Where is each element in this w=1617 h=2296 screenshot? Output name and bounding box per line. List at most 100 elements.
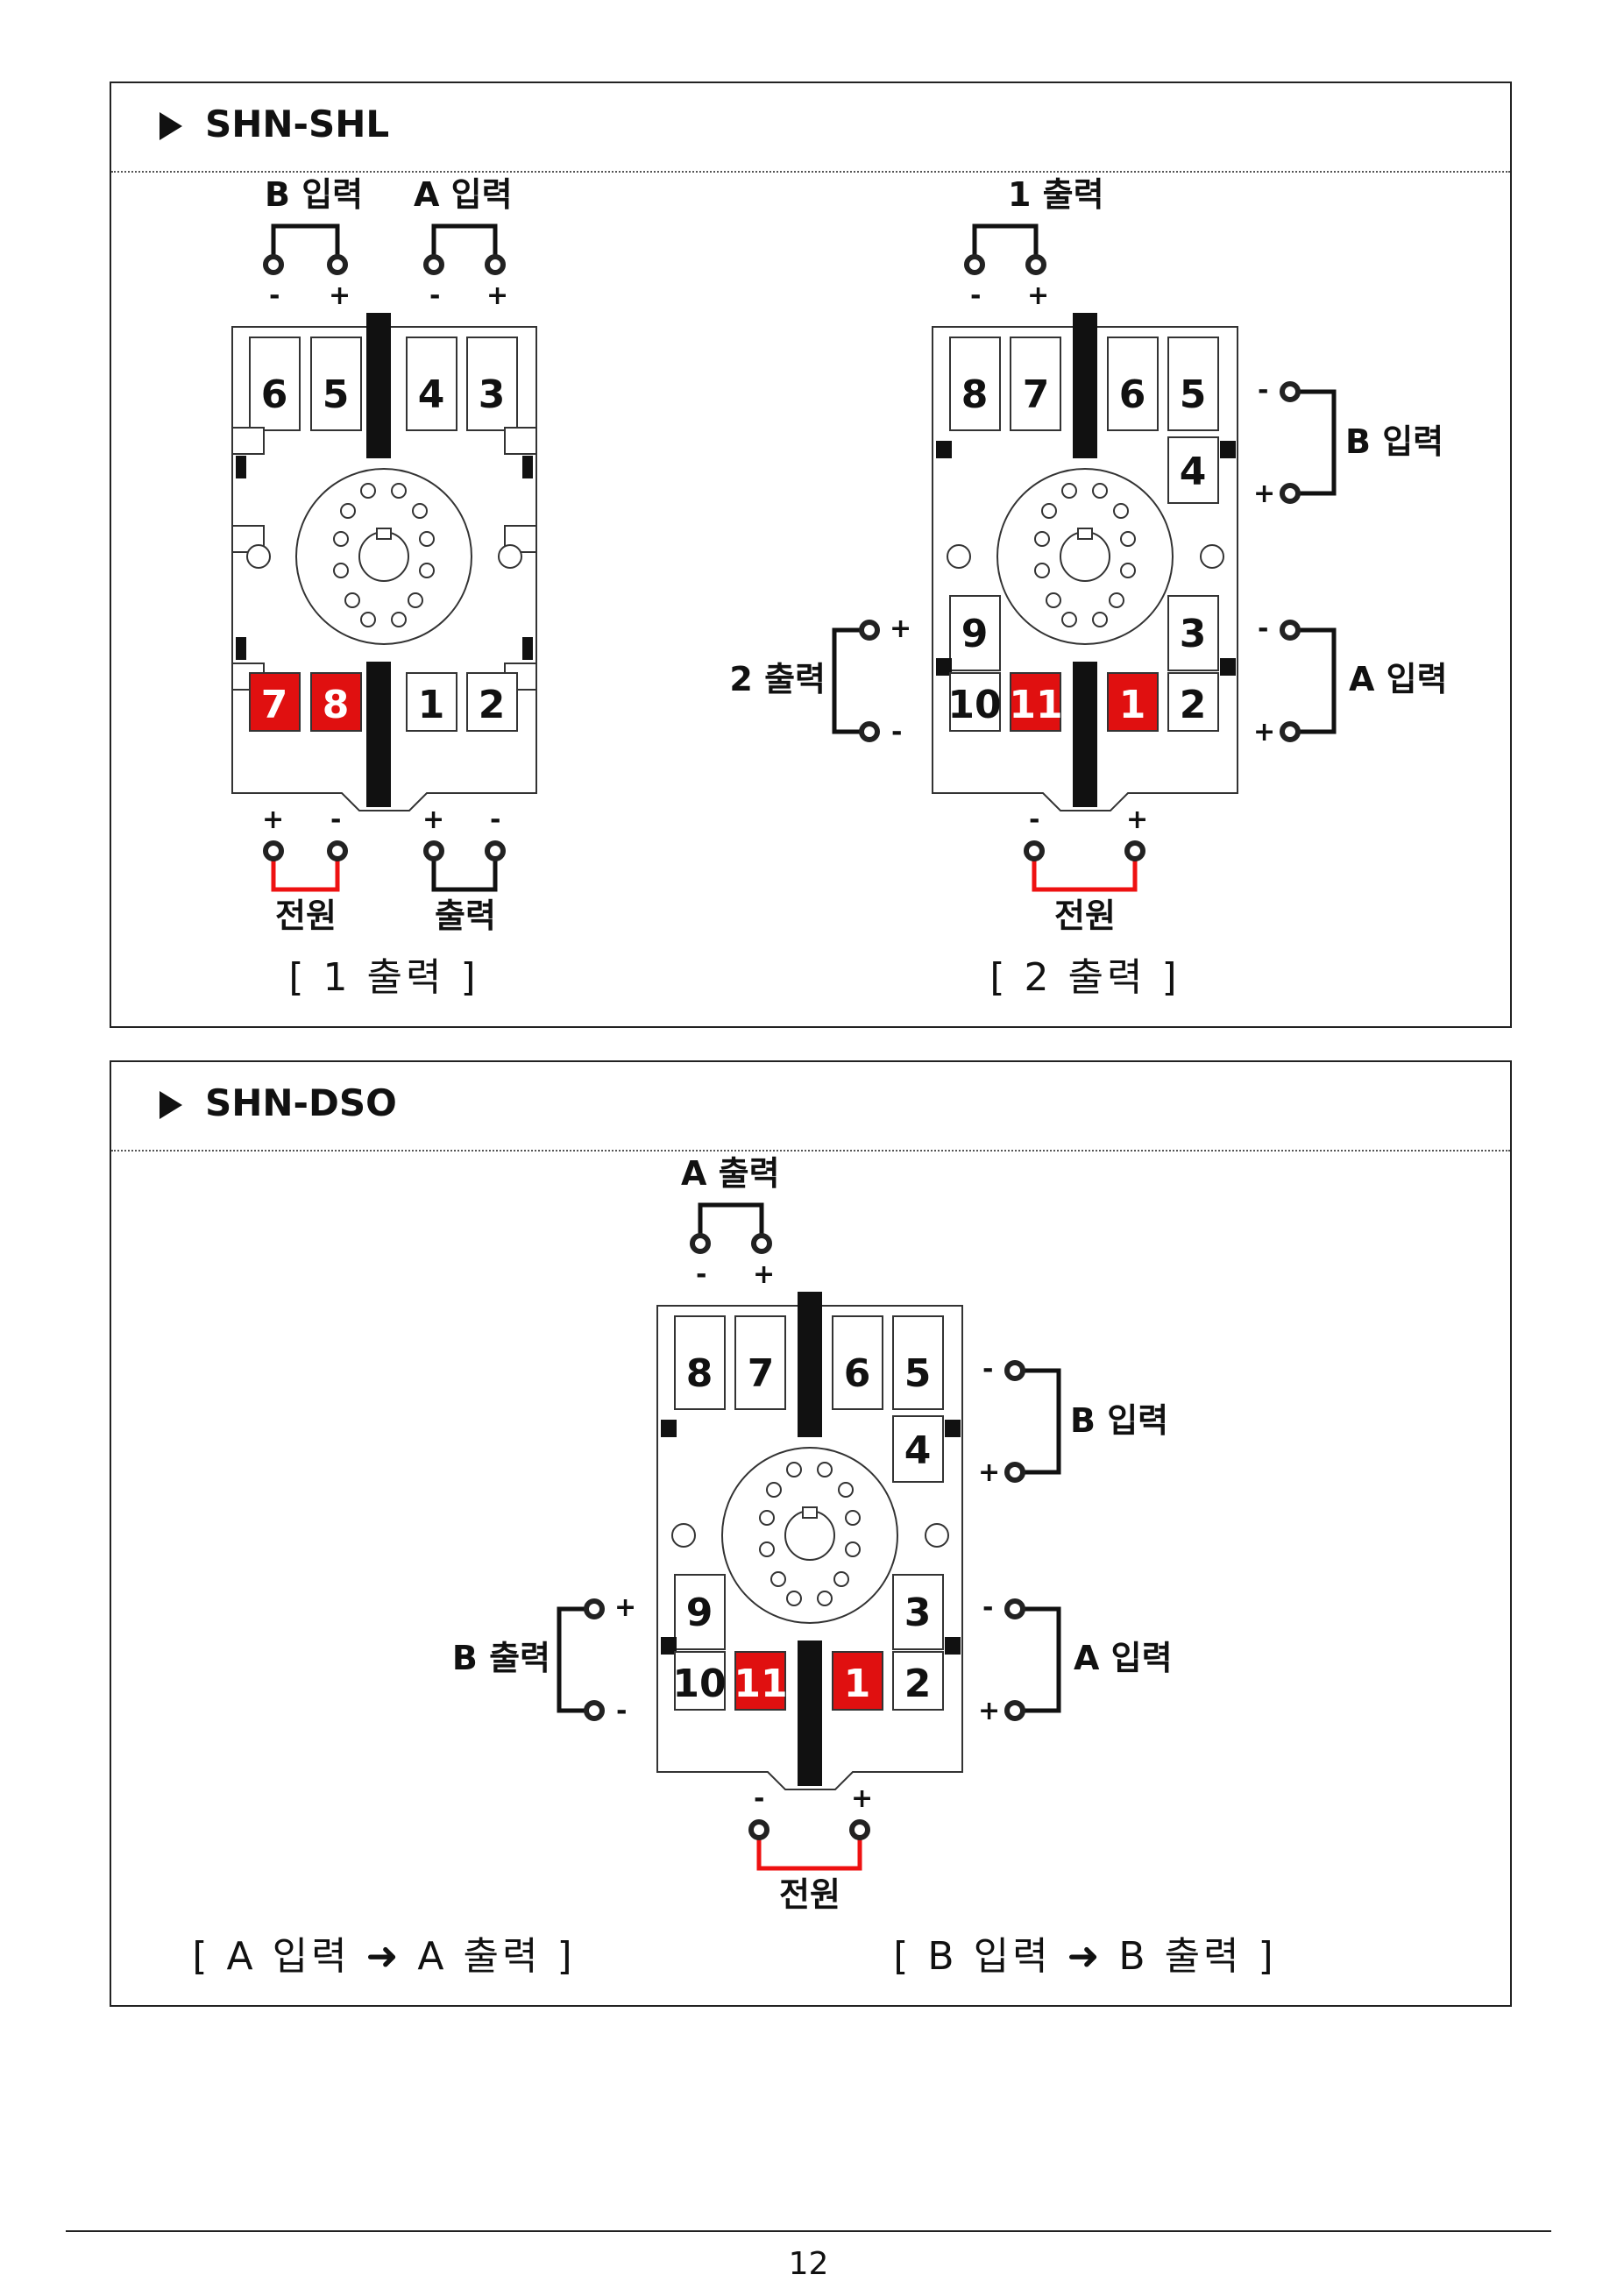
sign-plus: + bbox=[422, 804, 444, 835]
sign-plus: + bbox=[486, 280, 508, 311]
terminal-screw-icon bbox=[1280, 721, 1301, 742]
terminal-label: 10 bbox=[672, 1662, 726, 1706]
terminal-screw-icon bbox=[423, 840, 444, 861]
sign-minus: - bbox=[982, 1592, 993, 1623]
terminal-label: 1 bbox=[844, 1662, 871, 1706]
terminal-label: 6 bbox=[844, 1351, 871, 1396]
b-input-wire bbox=[1015, 1368, 1061, 1475]
terminal-label: 3 bbox=[1180, 612, 1207, 656]
terminal-screw-icon bbox=[263, 254, 284, 275]
terminal-label: 8 bbox=[961, 372, 989, 417]
label-power: 전원 bbox=[275, 896, 337, 935]
label-a-output: A 출력 bbox=[681, 1154, 780, 1193]
output-wire bbox=[431, 851, 498, 892]
terminal-label: 5 bbox=[323, 372, 350, 417]
label-a-input: A 입력 bbox=[1349, 660, 1448, 698]
sign-minus: - bbox=[970, 280, 981, 311]
mount-hole-icon bbox=[671, 1523, 696, 1548]
terminal-screw-icon bbox=[327, 254, 348, 275]
sign-minus: - bbox=[754, 1783, 764, 1814]
terminal-highlight bbox=[310, 672, 362, 732]
dso-wiring-diagram: A 출력 - + 8 7 6 5 4 bbox=[192, 1154, 1273, 1979]
terminal-highlight bbox=[1107, 672, 1159, 732]
terminal-screw-icon bbox=[1280, 381, 1301, 402]
terminal-screw-icon bbox=[1004, 1360, 1025, 1381]
page-number: 12 bbox=[788, 2246, 829, 2282]
socket-key-bar bbox=[366, 313, 391, 458]
output-1-wire bbox=[972, 223, 1039, 265]
terminal-screw-icon bbox=[748, 1819, 769, 1840]
mount-hole-icon bbox=[1200, 544, 1224, 569]
terminal-screw-icon bbox=[485, 840, 506, 861]
sign-plus: + bbox=[753, 1259, 775, 1290]
label-a-input: A 입력 bbox=[1074, 1639, 1173, 1677]
socket-pin-holes bbox=[1034, 483, 1136, 627]
terminal-label: 7 bbox=[748, 1351, 775, 1396]
triangle-bullet-icon bbox=[160, 1091, 182, 1119]
socket-key-bar bbox=[798, 1641, 822, 1786]
terminal-screw-icon bbox=[584, 1700, 605, 1721]
label-b-input: B 입력 bbox=[1070, 1401, 1168, 1440]
panel-shn-shl: SHN-SHL B 입력 A 입력 - + - + 6 5 bbox=[110, 81, 1512, 1028]
sign-minus: - bbox=[490, 804, 500, 835]
panel-title: SHN-SHL bbox=[160, 103, 389, 145]
b-output-wire bbox=[557, 1606, 594, 1713]
socket-pin-holes bbox=[759, 1462, 861, 1606]
terminal-label: 1 bbox=[418, 683, 445, 727]
socket-key-bar bbox=[1073, 662, 1097, 807]
terminal-highlight bbox=[832, 1651, 883, 1711]
sign-plus: + bbox=[614, 1592, 636, 1623]
terminal-screw-icon bbox=[859, 620, 880, 641]
terminal-screw-icon bbox=[1280, 620, 1301, 641]
terminal-label: 2 bbox=[479, 683, 506, 727]
sign-plus: + bbox=[851, 1783, 873, 1814]
terminal-label: 7 bbox=[1023, 372, 1050, 417]
sign-minus: - bbox=[1258, 375, 1268, 406]
label-output: 출력 bbox=[435, 896, 496, 935]
label-power: 전원 bbox=[1054, 896, 1116, 935]
terminal-screw-icon bbox=[327, 840, 348, 861]
terminal-label: 7 bbox=[261, 683, 288, 727]
sign-plus: + bbox=[978, 1696, 1000, 1726]
terminal-label: 11 bbox=[734, 1662, 787, 1706]
terminal-screw-icon bbox=[584, 1598, 605, 1619]
terminal-label: 2 bbox=[1180, 683, 1207, 727]
socket-key-bar bbox=[366, 662, 391, 807]
terminal-highlight bbox=[734, 1651, 786, 1711]
terminal-screw-icon bbox=[1004, 1598, 1025, 1619]
sign-plus: + bbox=[1253, 717, 1275, 748]
terminal-label: 11 bbox=[1009, 683, 1062, 727]
terminal-screw-icon bbox=[1024, 840, 1045, 861]
terminal-label: 10 bbox=[947, 683, 1001, 727]
sign-minus: - bbox=[891, 717, 902, 748]
sign-minus: - bbox=[1029, 804, 1039, 835]
power-wire bbox=[756, 1830, 862, 1871]
caption-2-output: [ 2 출력 ] bbox=[989, 955, 1180, 1000]
mount-hole-icon bbox=[246, 544, 271, 569]
sign-plus: + bbox=[329, 280, 351, 311]
terminal-highlight bbox=[1010, 672, 1061, 732]
terminal-label: 3 bbox=[479, 372, 506, 417]
terminal-label: 4 bbox=[904, 1428, 932, 1473]
terminal-label: 8 bbox=[323, 683, 350, 727]
shl-2-output-diagram: 1 출력 - + 8 7 6 5 4 bbox=[729, 175, 1447, 1000]
power-wire bbox=[271, 851, 340, 892]
dso-diagram: A 출력 - + 8 7 6 5 4 bbox=[192, 1154, 1273, 1979]
terminal-screw-icon bbox=[859, 721, 880, 742]
socket-key-bar bbox=[1073, 313, 1097, 458]
terminal-screw-icon bbox=[690, 1233, 711, 1254]
terminal-screw-icon bbox=[485, 254, 506, 275]
terminal-label: 8 bbox=[686, 1351, 713, 1396]
terminal-highlight bbox=[249, 672, 301, 732]
terminal-label: 1 bbox=[1119, 683, 1146, 727]
mount-hole-icon bbox=[925, 1523, 949, 1548]
label-b-input: B 입력 bbox=[1345, 422, 1443, 461]
terminal-label: 5 bbox=[904, 1351, 932, 1396]
label-output-1: 1 출력 bbox=[1008, 175, 1104, 214]
shl-1-output-diagram: B 입력 A 입력 - + - + 6 5 4 3 bbox=[231, 175, 537, 1000]
terminal-screw-icon bbox=[263, 840, 284, 861]
socket-pin-holes bbox=[333, 483, 435, 627]
panel-shn-dso: SHN-DSO A 출력 - + 8 7 6 5 4 bbox=[110, 1060, 1512, 2007]
terminal-label: 9 bbox=[961, 612, 989, 656]
sign-plus: + bbox=[1027, 280, 1049, 311]
